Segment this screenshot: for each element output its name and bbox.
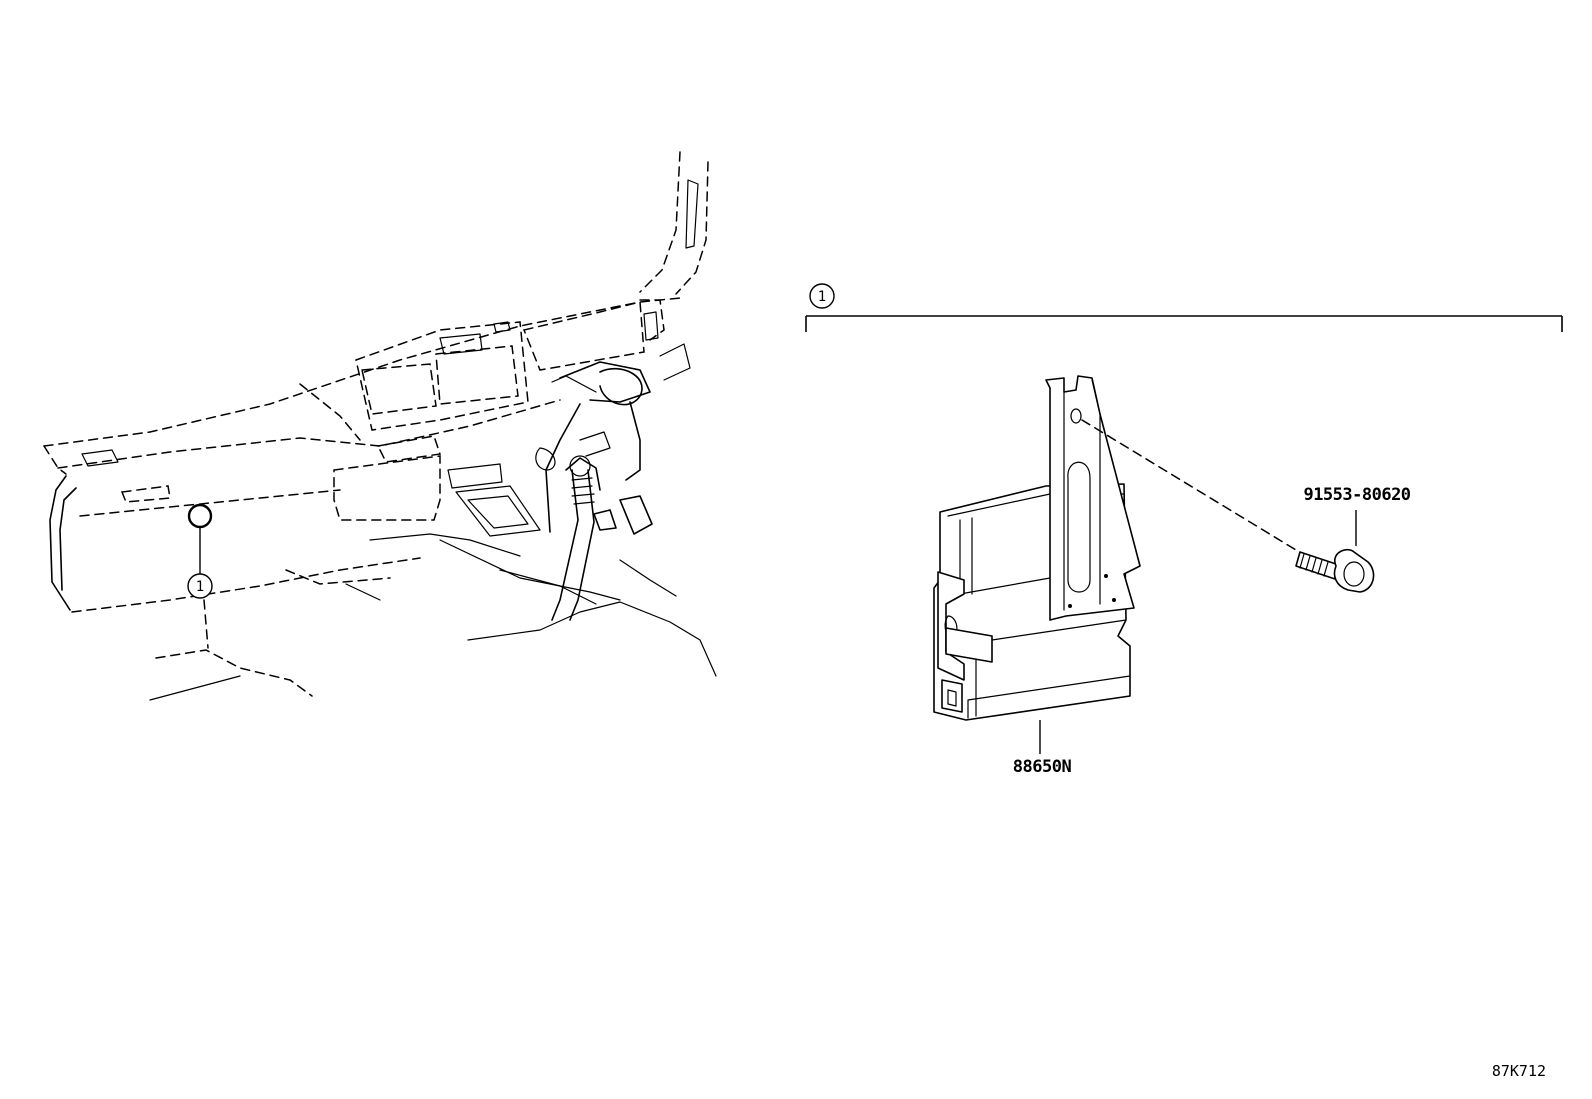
bolt-install-line	[1081, 419, 1297, 551]
ecu-part-number[interactable]: 88650N	[1013, 757, 1072, 777]
diagram-id: 87K712	[1492, 1062, 1546, 1080]
location-callout-1: 1	[187, 573, 213, 599]
group-callout-number: 1	[818, 289, 826, 305]
assembly-group-bracket	[805, 315, 1563, 332]
dashboard-illustration	[43, 151, 717, 701]
ecu-location-marker	[187, 503, 213, 574]
bolt-part-number[interactable]: 91553-80620	[1303, 485, 1411, 505]
location-callout-number: 1	[196, 579, 204, 595]
ecu-assembly-illustration	[933, 375, 1141, 754]
bolt-illustration	[1295, 510, 1375, 593]
group-callout-1: 1	[809, 283, 835, 309]
